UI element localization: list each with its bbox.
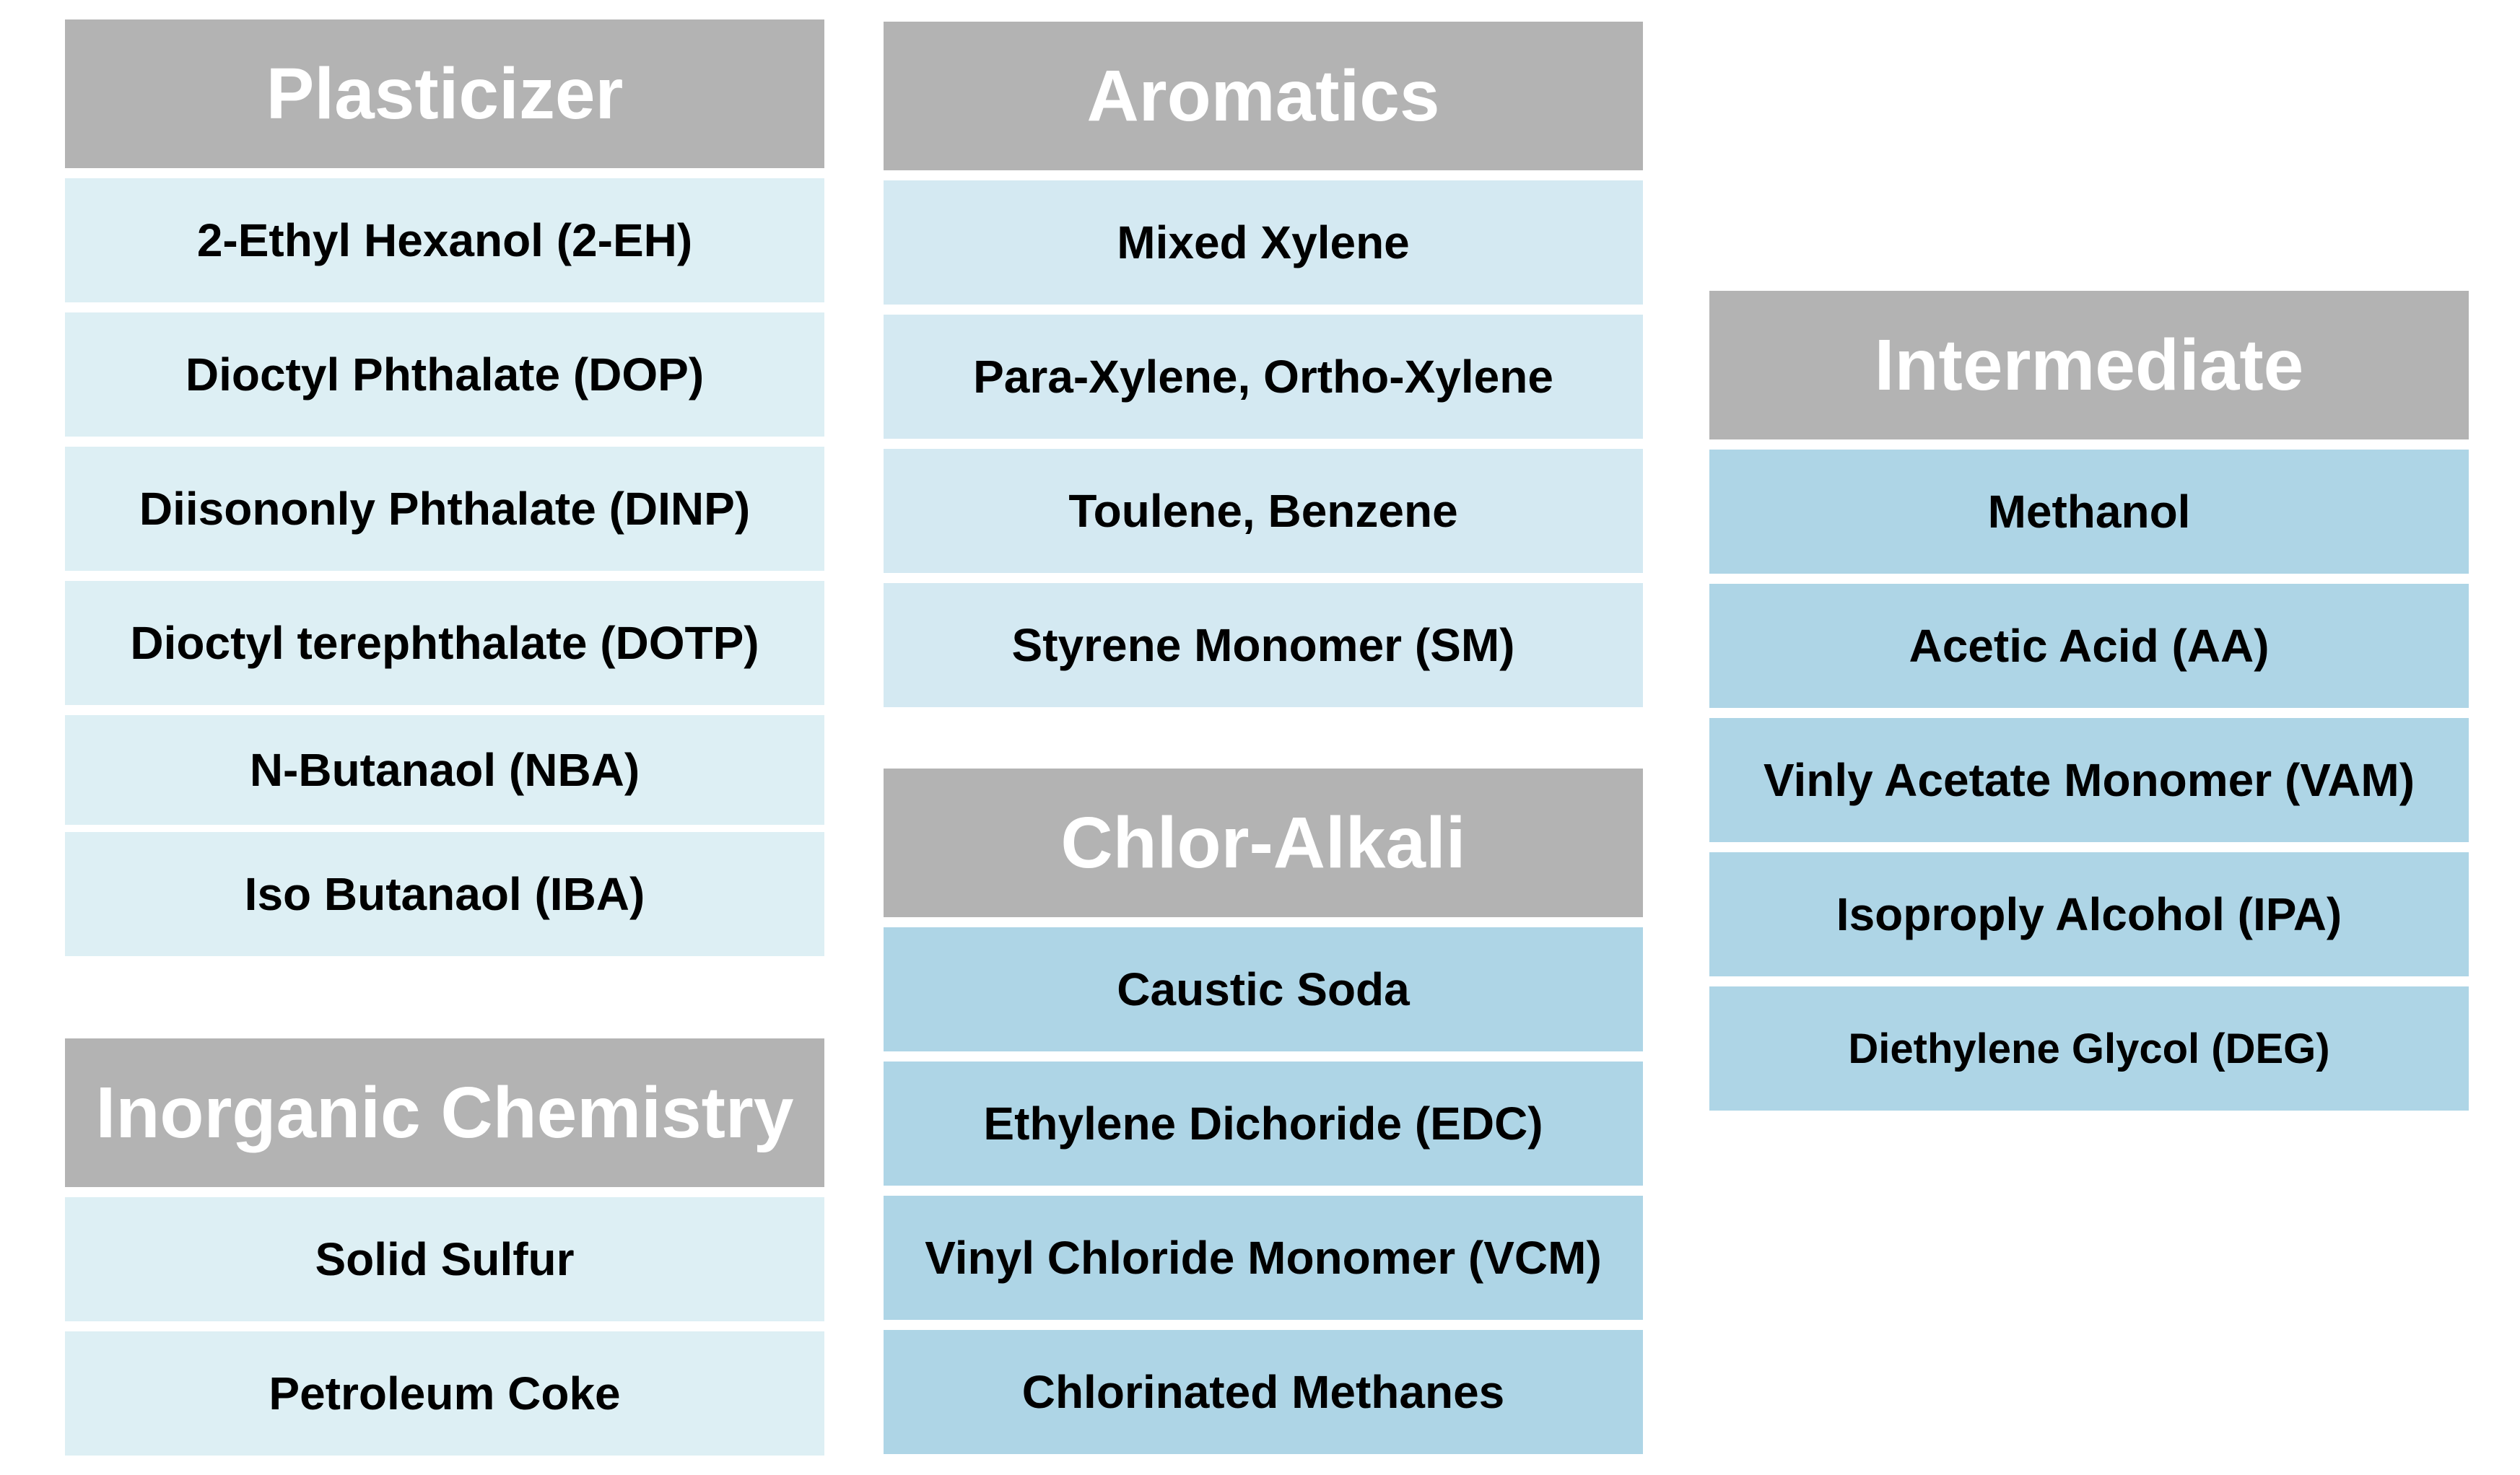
plasticizer-item: N-Butanaol (NBA) [65, 715, 824, 825]
plasticizer-header: Plasticizer [65, 19, 824, 168]
intermediate-item: Isoproply Alcohol (IPA) [1709, 852, 2469, 976]
chlor-alkali-item: Caustic Soda [884, 927, 1643, 1051]
intermediate-item: Methanol [1709, 450, 2469, 574]
inorganic-chemistry-item: Solid Sulfur [65, 1197, 824, 1321]
inorganic-chemistry-header: Inorganic Chemistry [65, 1038, 824, 1187]
chlor-alkali-item: Chlorinated Methanes [884, 1330, 1643, 1454]
plasticizer-item: Dioctyl Phthalate (DOP) [65, 312, 824, 437]
intermediate-item: Acetic Acid (AA) [1709, 584, 2469, 708]
plasticizer-item: Diisononly Phthalate (DINP) [65, 447, 824, 571]
chlor-alkali-header: Chlor-Alkali [884, 769, 1643, 917]
inorganic-chemistry-group: Inorganic Chemistry Solid Sulfur Petrole… [65, 1038, 824, 1456]
plasticizer-item: Iso Butanaol (IBA) [65, 832, 824, 956]
aromatics-header: Aromatics [884, 22, 1643, 170]
aromatics-group: Aromatics Mixed Xylene Para-Xylene, Orth… [884, 22, 1643, 707]
aromatics-item: Styrene Monomer (SM) [884, 583, 1643, 707]
plasticizer-item: Dioctyl terephthalate (DOTP) [65, 581, 824, 705]
plasticizer-group: Plasticizer 2-Ethyl Hexanol (2-EH) Dioct… [65, 19, 824, 956]
intermediate-item: Diethylene Glycol (DEG) [1709, 986, 2469, 1111]
inorganic-chemistry-item: Petroleum Coke [65, 1331, 824, 1456]
chlor-alkali-item: Vinyl Chloride Monomer (VCM) [884, 1196, 1643, 1320]
aromatics-item: Toulene, Benzene [884, 449, 1643, 573]
intermediate-group: Intermediate Methanol Acetic Acid (AA) V… [1709, 291, 2469, 1111]
aromatics-item: Mixed Xylene [884, 180, 1643, 305]
plasticizer-item: 2-Ethyl Hexanol (2-EH) [65, 178, 824, 302]
intermediate-item: Vinly Acetate Monomer (VAM) [1709, 718, 2469, 842]
chlor-alkali-group: Chlor-Alkali Caustic Soda Ethylene Dicho… [884, 769, 1643, 1454]
intermediate-header: Intermediate [1709, 291, 2469, 439]
aromatics-item: Para-Xylene, Ortho-Xylene [884, 315, 1643, 439]
chlor-alkali-item: Ethylene Dichoride (EDC) [884, 1062, 1643, 1186]
